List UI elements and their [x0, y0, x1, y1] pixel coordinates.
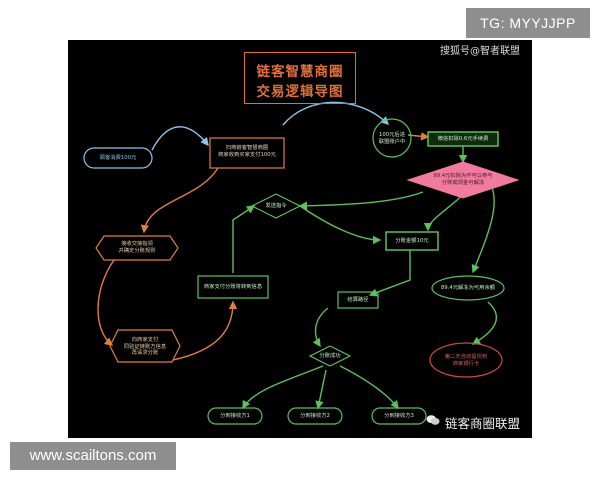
node-finish-pay-hex	[109, 329, 181, 363]
recv2-text: 分到接收方2	[300, 413, 330, 419]
recv1-text: 分到接收方1	[220, 413, 250, 419]
node-consumer-box	[83, 147, 153, 169]
node-receive-split-hex	[95, 235, 179, 261]
node-split-gold-box	[385, 231, 439, 251]
node-coin-box	[427, 131, 499, 147]
node-split-rule-diamond	[406, 161, 520, 199]
alliance-text: 100元后进 联盟账户中	[378, 132, 406, 145]
node-pay-merchant-box	[209, 137, 285, 169]
pay-merchant-text: 扫商链客智慧商圈 商家收到买家支付100元	[218, 145, 276, 158]
arrow-pay-to-alliance	[282, 101, 390, 126]
arrow-split-to-send	[298, 191, 424, 210]
split-done-text: 分账成功	[319, 353, 341, 359]
flow-diagram	[83, 101, 520, 425]
wechat-icon	[426, 415, 440, 425]
arrow-receive-to-finish	[97, 259, 115, 346]
coin-text: 微信扣除0.6元手续费	[437, 136, 489, 142]
split-rule-text: 99.4元扣除为不可以参与 分账或现金可解冻	[433, 173, 493, 186]
arrow-finish-to-merchant	[172, 300, 238, 361]
settle-text: 结算路径	[347, 297, 369, 303]
arrow-frozen-to-tax	[471, 301, 498, 345]
split-gold-text: 分账金额10元	[395, 238, 429, 244]
arrow-done-to-recv3	[339, 365, 399, 410]
title-box: 链客智慧商圈 交易逻辑导图	[244, 52, 356, 104]
node-tax-ellipse	[429, 342, 503, 378]
node-settle-box	[337, 291, 379, 309]
arrow-send-to-gold	[299, 205, 382, 245]
arrow-consumer-to-pay	[151, 126, 209, 151]
arrow-merchant-to-send	[232, 205, 256, 273]
arrow-pay-to-receive	[140, 167, 219, 234]
tg-watermark-label: TG: MYYJJPP	[466, 8, 590, 38]
node-send-cmd-diamond	[250, 193, 302, 219]
send-cmd-text: 发送指令	[265, 203, 287, 209]
node-split-done-diamond	[308, 345, 352, 367]
receive-split-text: 接收交接指领 并确定分账规则	[118, 241, 156, 254]
arrow-settle-to-done	[312, 307, 329, 348]
title-line-1: 链客智慧商圈	[256, 64, 344, 80]
recv3-text: 分到接收方3	[384, 413, 414, 419]
sohu-watermark: 搜狐号@智者联盟	[440, 46, 520, 57]
footer-brand: 链客商圈联盟	[445, 416, 521, 431]
node-recv2-box	[287, 407, 343, 425]
finish-pay-text: 向商家支付 同验证链账方信息 再请求分账	[123, 337, 167, 357]
site-watermark-label: www.scailtons.com	[10, 442, 176, 470]
arrow-done-to-recv2	[315, 369, 327, 410]
node-recv3-box	[371, 407, 427, 425]
frozen-text: 89.4元解冻为可用余额	[440, 285, 496, 291]
tax-text: 第二天自动提现到 商家银行卡	[444, 354, 488, 367]
node-alliance-circle	[372, 118, 412, 158]
node-merchant-notify-box	[197, 275, 269, 299]
arrow-gold-to-settle	[368, 250, 411, 297]
node-frozen-ellipse	[431, 275, 505, 301]
arrow-done-to-recv1	[242, 365, 324, 410]
diagram-canvas: 链客智慧商圈 交易逻辑导图 搜狐号@智者联盟 顾客消费100元 扫商链客智慧商圈…	[68, 40, 532, 438]
node-recv1-box	[207, 407, 263, 425]
merchant-notify-text: 商家支付分账将转到信息	[203, 284, 263, 290]
consumer-text: 顾客消费100元	[99, 155, 137, 161]
title-line-2: 交易逻辑导图	[256, 84, 344, 100]
